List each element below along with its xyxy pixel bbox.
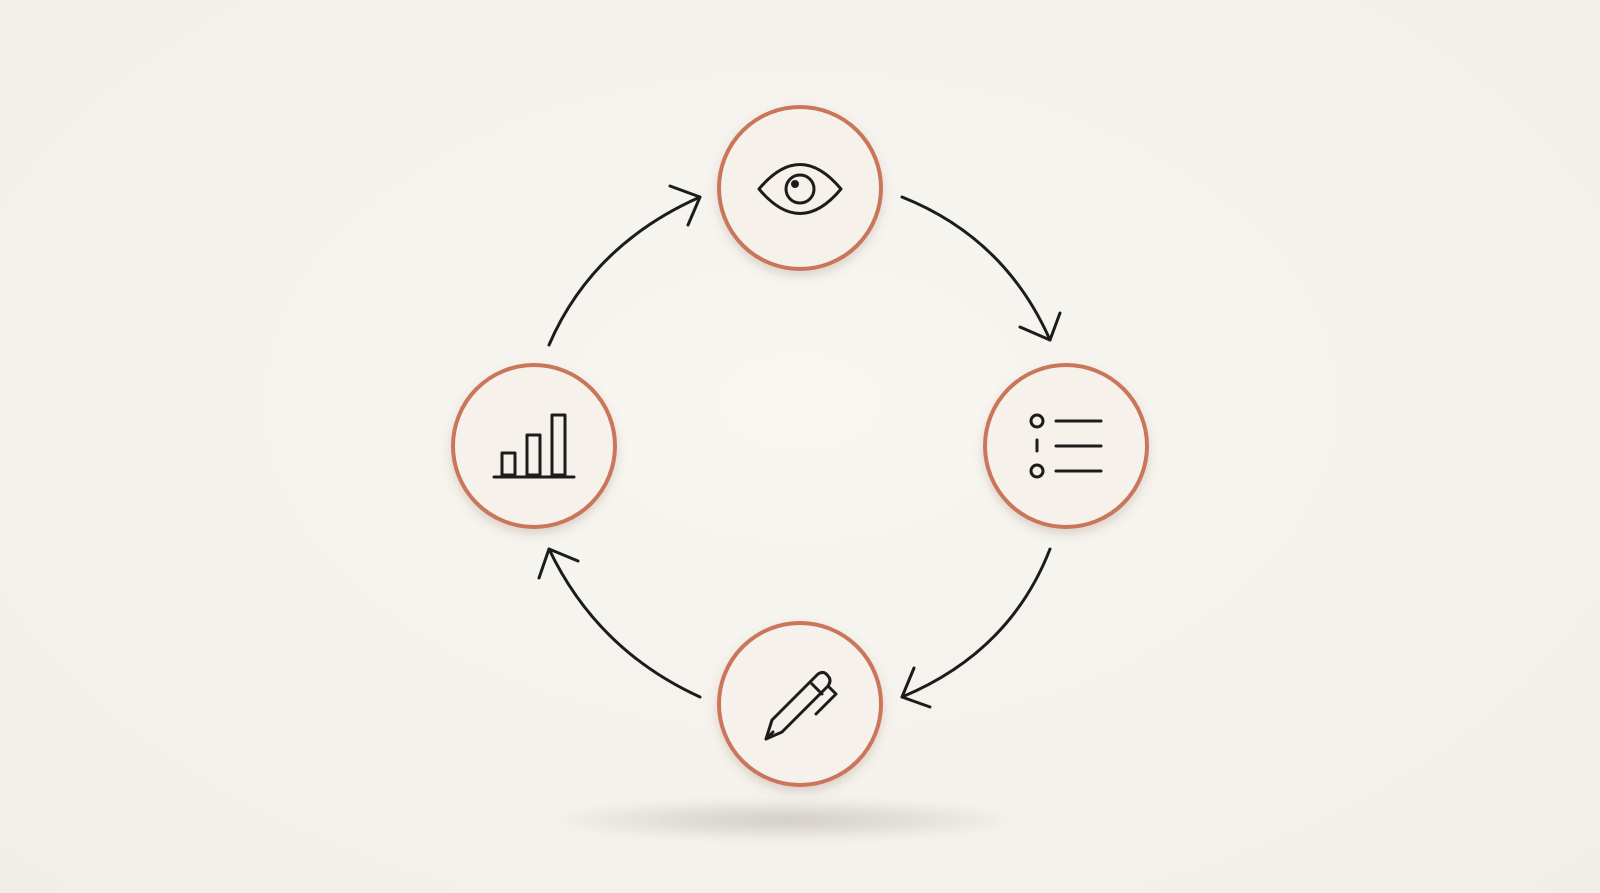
pen-icon — [764, 670, 838, 741]
arrows — [537, 184, 1062, 709]
arrow-right-to-bottom — [900, 547, 1052, 709]
node-right — [983, 363, 1149, 529]
arrow-top-to-right — [900, 195, 1062, 342]
node-bottom — [717, 621, 883, 787]
node-top — [717, 105, 883, 271]
arrow-left-to-top — [547, 184, 702, 347]
ground-shadow — [560, 800, 1010, 840]
bar-chart-icon — [492, 413, 576, 479]
node-left — [451, 363, 617, 529]
eye-icon — [757, 163, 843, 215]
arrow-bottom-to-left — [537, 547, 702, 699]
checklist-icon — [1029, 413, 1103, 479]
